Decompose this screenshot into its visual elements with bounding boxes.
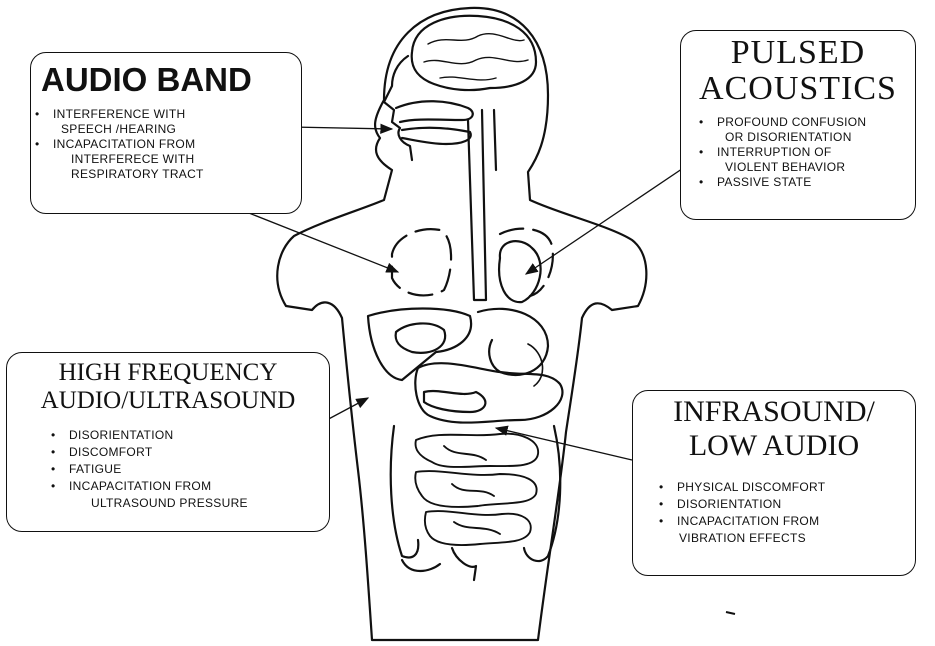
list-item: •INCAPACITATION FROM INTERFERECE WITH RE… bbox=[35, 137, 204, 182]
list-item: •PROFOUND CONFUSION OR DISORIENTATION bbox=[699, 115, 866, 145]
ascending-colon bbox=[391, 426, 419, 557]
gallbladder bbox=[396, 323, 446, 352]
liver bbox=[368, 309, 471, 381]
windpipe bbox=[494, 110, 496, 170]
lung-right bbox=[500, 229, 553, 296]
high-frequency-list: •DISORIENTATION •DISCOMFORT •FATIGUE •IN… bbox=[51, 427, 248, 512]
scan-mark bbox=[726, 612, 735, 614]
stomach bbox=[478, 309, 548, 375]
list-item: •INCAPACITATION FROM ULTRASOUND PRESSURE bbox=[51, 478, 248, 512]
pulsed-acoustics-list: •PROFOUND CONFUSION OR DISORIENTATION •I… bbox=[699, 115, 866, 190]
high-frequency-panel: HIGH FREQUENCY AUDIO/ULTRASOUND •DISORIE… bbox=[6, 352, 330, 532]
pulsed-acoustics-panel: PULSED ACOUSTICS •PROFOUND CONFUSION OR … bbox=[680, 30, 916, 220]
lung-left bbox=[392, 229, 451, 295]
infrasound-title: INFRASOUND/ LOW AUDIO bbox=[633, 395, 915, 463]
rectum bbox=[452, 548, 476, 580]
audio-band-title: AUDIO BAND bbox=[41, 61, 252, 99]
pancreas bbox=[424, 391, 485, 412]
transverse-colon bbox=[415, 363, 562, 422]
audio-band-panel: AUDIO BAND •INTERFERENCE WITH SPEECH /HE… bbox=[30, 52, 302, 214]
list-item: •PASSIVE STATE bbox=[699, 175, 866, 190]
list-item: •INCAPACITATION FROM VIBRATION EFFECTS bbox=[659, 513, 825, 547]
brain-folds bbox=[424, 34, 528, 80]
heart bbox=[499, 241, 540, 302]
small-intestine bbox=[415, 434, 538, 545]
infrasound-list: •PHYSICAL DISCOMFORT •DISORIENTATION •IN… bbox=[659, 479, 825, 547]
list-item: •INTERRUPTION OF VIOLENT BEHAVIOR bbox=[699, 145, 866, 175]
list-item: •DISCOMFORT bbox=[51, 444, 248, 461]
high-frequency-title: HIGH FREQUENCY AUDIO/ULTRASOUND bbox=[7, 359, 329, 415]
pulsed-acoustics-title: PULSED ACOUSTICS bbox=[681, 35, 915, 107]
infrasound-panel: INFRASOUND/ LOW AUDIO •PHYSICAL DISCOMFO… bbox=[632, 390, 916, 576]
list-item: •PHYSICAL DISCOMFORT bbox=[659, 479, 825, 496]
oesophagus bbox=[468, 110, 486, 300]
list-item: •DISORIENTATION bbox=[51, 427, 248, 444]
audio-band-list: •INTERFERENCE WITH SPEECH /HEARING •INCA… bbox=[35, 107, 204, 182]
list-item: •FATIGUE bbox=[51, 461, 248, 478]
descending-colon bbox=[524, 426, 560, 561]
nasal-cavity bbox=[396, 101, 473, 122]
oral-cavity bbox=[402, 128, 471, 144]
appendix bbox=[402, 560, 440, 571]
list-item: •INTERFERENCE WITH SPEECH /HEARING bbox=[35, 107, 204, 137]
list-item: •DISORIENTATION bbox=[659, 496, 825, 513]
